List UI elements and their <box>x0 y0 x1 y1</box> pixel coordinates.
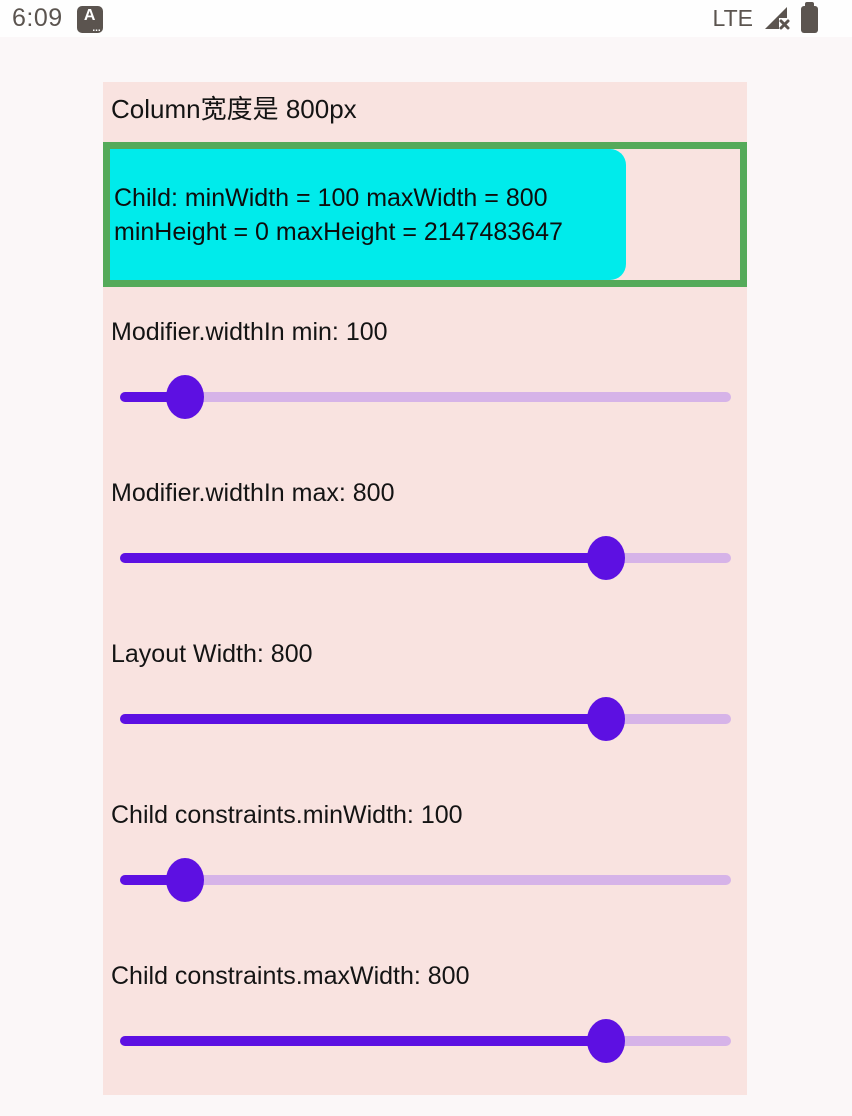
clock: 6:09 <box>12 4 63 32</box>
slider-track-active[interactable] <box>120 714 606 724</box>
slider-2[interactable] <box>120 697 731 741</box>
a-app-icon-dots: ... <box>92 23 101 34</box>
slider-0[interactable] <box>120 375 731 419</box>
slider-track-active[interactable] <box>120 392 185 402</box>
slider-row: Modifier.widthIn min: 100 <box>103 315 747 419</box>
slider-track-inactive[interactable] <box>120 392 731 402</box>
slider-thumb[interactable] <box>586 536 625 580</box>
child-constraints-line1: Child: minWidth = 100 maxWidth = 800 <box>114 183 548 212</box>
column-panel: Column宽度是 800px Child: minWidth = 100 ma… <box>103 82 747 1095</box>
slider-3[interactable] <box>120 858 731 902</box>
status-bar-left: 6:09 A ... <box>0 4 103 34</box>
slider-label: Layout Width: 800 <box>111 640 313 668</box>
slider-label: Modifier.widthIn max: 800 <box>111 479 395 507</box>
status-bar: 6:09 A ... LTE <box>0 0 852 37</box>
a-app-icon-letter: A <box>83 7 96 24</box>
slider-track-inactive[interactable] <box>120 875 731 885</box>
child-constraints-box: Child: minWidth = 100 maxWidth = 800 min… <box>103 142 747 287</box>
a-app-icon: A ... <box>76 6 103 34</box>
slider-track-active[interactable] <box>120 875 185 885</box>
slider-thumb[interactable] <box>165 858 204 902</box>
child-constraints-readout: Child: minWidth = 100 maxWidth = 800 min… <box>110 149 626 280</box>
sliders-container: Modifier.widthIn min: 100 Modifier.width… <box>103 315 747 1063</box>
slider-4[interactable] <box>120 1019 731 1063</box>
slider-row: Child constraints.maxWidth: 800 <box>103 959 747 1063</box>
status-bar-right: LTE <box>712 1 852 34</box>
slider-thumb[interactable] <box>586 1019 625 1063</box>
child-constraints-line2: minHeight = 0 maxHeight = 2147483647 <box>114 217 563 246</box>
signal-no-internet-icon <box>762 4 792 34</box>
slider-thumb[interactable] <box>165 375 204 419</box>
panel-title: Column宽度是 800px <box>111 94 357 124</box>
network-type-label: LTE <box>712 5 753 31</box>
slider-row: Layout Width: 800 <box>103 637 747 741</box>
slider-track-active[interactable] <box>120 1036 606 1046</box>
slider-row: Modifier.widthIn max: 800 <box>103 476 747 580</box>
slider-row: Child constraints.minWidth: 100 <box>103 798 747 902</box>
battery-full-icon <box>801 1 818 33</box>
slider-1[interactable] <box>120 536 731 580</box>
slider-label: Child constraints.minWidth: 100 <box>111 801 463 829</box>
slider-track-active[interactable] <box>120 553 606 563</box>
slider-label: Child constraints.maxWidth: 800 <box>111 962 470 990</box>
slider-label: Modifier.widthIn min: 100 <box>111 318 388 346</box>
slider-thumb[interactable] <box>586 697 625 741</box>
